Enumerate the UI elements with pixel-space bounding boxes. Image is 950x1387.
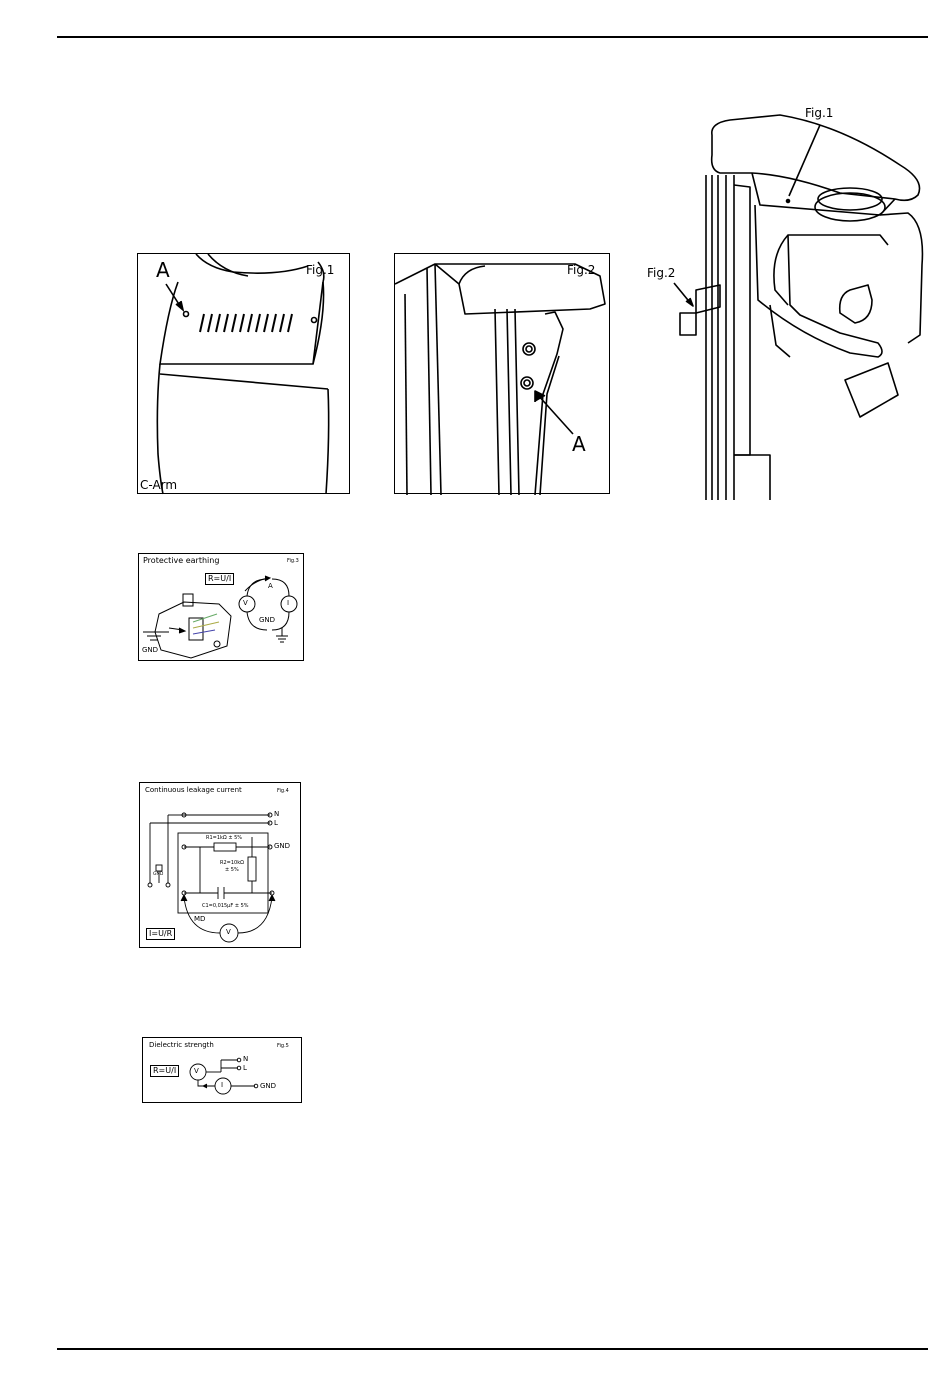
fig5-panel: Dielectric strength Fig.5 R=U/I V I N L … <box>142 1037 302 1103</box>
fig5-title: Dielectric strength <box>149 1042 214 1049</box>
device-overview-drawing <box>640 95 930 505</box>
fig2-panel: Fig.2 A <box>394 253 610 494</box>
overview-fig1-label: Fig.1 <box>805 107 833 119</box>
fig3-meter-i: I <box>287 600 289 607</box>
fig4-n: N <box>274 811 279 818</box>
fig1-caption: C-Arm <box>140 479 177 491</box>
fig5-meter-i: I <box>221 1082 223 1089</box>
fig3-label: Fig.3 <box>287 559 299 564</box>
fig3-schematic <box>139 554 305 662</box>
fig3-title: Protective earthing <box>143 557 219 565</box>
fig3-meter-v: V <box>243 600 248 607</box>
fig4-formula: I=U/R <box>146 928 175 940</box>
fig5-meter-v: V <box>194 1068 199 1075</box>
fig5-l: L <box>243 1065 247 1072</box>
fig3-point-a: A <box>268 583 273 590</box>
fig4-title: Continuous leakage current <box>145 787 242 794</box>
fig4-gnd: GND <box>274 843 290 850</box>
fig3-formula: R=U/I <box>205 573 234 585</box>
top-rule <box>57 36 928 38</box>
fig5-n: N <box>243 1056 248 1063</box>
bottom-rule <box>57 1348 928 1350</box>
fig4-r2: R2=10kΩ <box>220 861 244 866</box>
fig2-label: Fig.2 <box>567 264 595 276</box>
fig3-panel: Protective earthing Fig.3 R=U/I V I A GN… <box>138 553 304 661</box>
fig1-label: Fig.1 <box>306 264 334 276</box>
fig4-schematic <box>140 783 302 949</box>
fig4-label: Fig.4 <box>277 789 289 794</box>
fig2-marker-a: A <box>572 434 586 454</box>
fig5-label: Fig.5 <box>277 1044 289 1049</box>
fig4-c1: C1=0,015µF ± 5% <box>202 904 249 909</box>
fig1-marker-a: A <box>156 260 170 280</box>
fig1-panel: A Fig.1 C-Arm <box>137 253 350 494</box>
fig4-l: L <box>274 820 278 827</box>
fig4-r1: R1=1kΩ ± 5% <box>206 836 242 841</box>
fig4-meter-v: V <box>226 929 231 936</box>
fig4-panel: Continuous leakage current Fig.4 N L GND… <box>139 782 301 948</box>
fig2-drawing <box>395 254 611 495</box>
fig4-r2-tol: ± 5% <box>225 868 239 873</box>
fig1-drawing <box>138 254 351 495</box>
fig5-formula: R=U/I <box>150 1065 179 1077</box>
fig4-md: MD <box>194 916 205 923</box>
fig5-gnd: GND <box>260 1083 276 1090</box>
overview-fig2-label: Fig.2 <box>647 267 675 279</box>
fig3-gnd-right: GND <box>259 617 275 624</box>
fig3-gnd-left: GND <box>142 647 158 654</box>
device-overview-illustration: Fig.1 Fig.2 <box>640 95 930 505</box>
fig4-gnd-small: GND <box>153 873 163 878</box>
